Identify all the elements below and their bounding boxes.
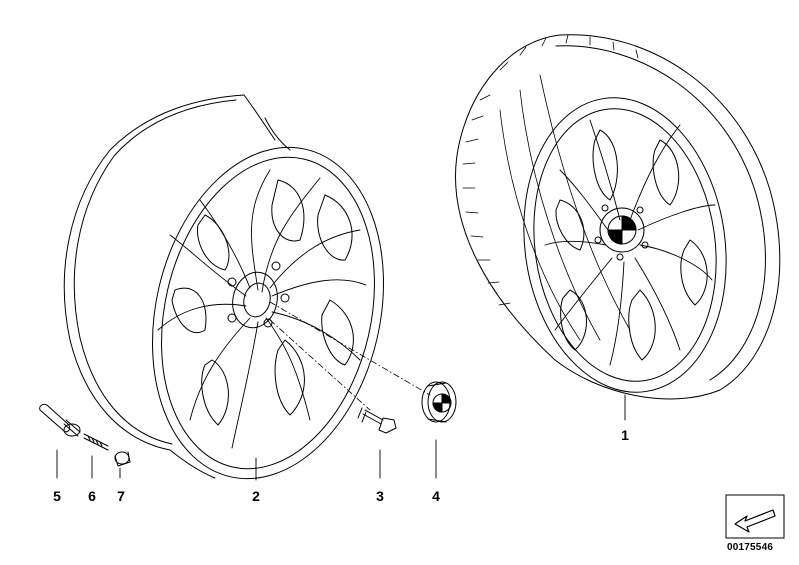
valve-insert-illustration [83,433,109,451]
wheel-tire-illustration [455,34,781,400]
wheel-bolt-illustration [357,407,397,434]
callout-lines [56,394,626,481]
callout-3[interactable]: 3 [376,488,384,504]
arrow-left-icon[interactable] [725,494,785,539]
rim-illustration [63,94,384,480]
valve-cap-illustration [114,451,131,467]
callout-2[interactable]: 2 [252,488,260,504]
hub-cap-illustration [421,381,457,423]
leader-lines [269,301,431,411]
callout-7[interactable]: 7 [117,488,125,504]
callout-6[interactable]: 6 [88,488,96,504]
document-number: 00175546 [727,542,774,553]
valve-illustration [39,403,81,437]
callout-4[interactable]: 4 [432,488,440,504]
callout-5[interactable]: 5 [53,488,61,504]
callout-1[interactable]: 1 [621,427,629,443]
